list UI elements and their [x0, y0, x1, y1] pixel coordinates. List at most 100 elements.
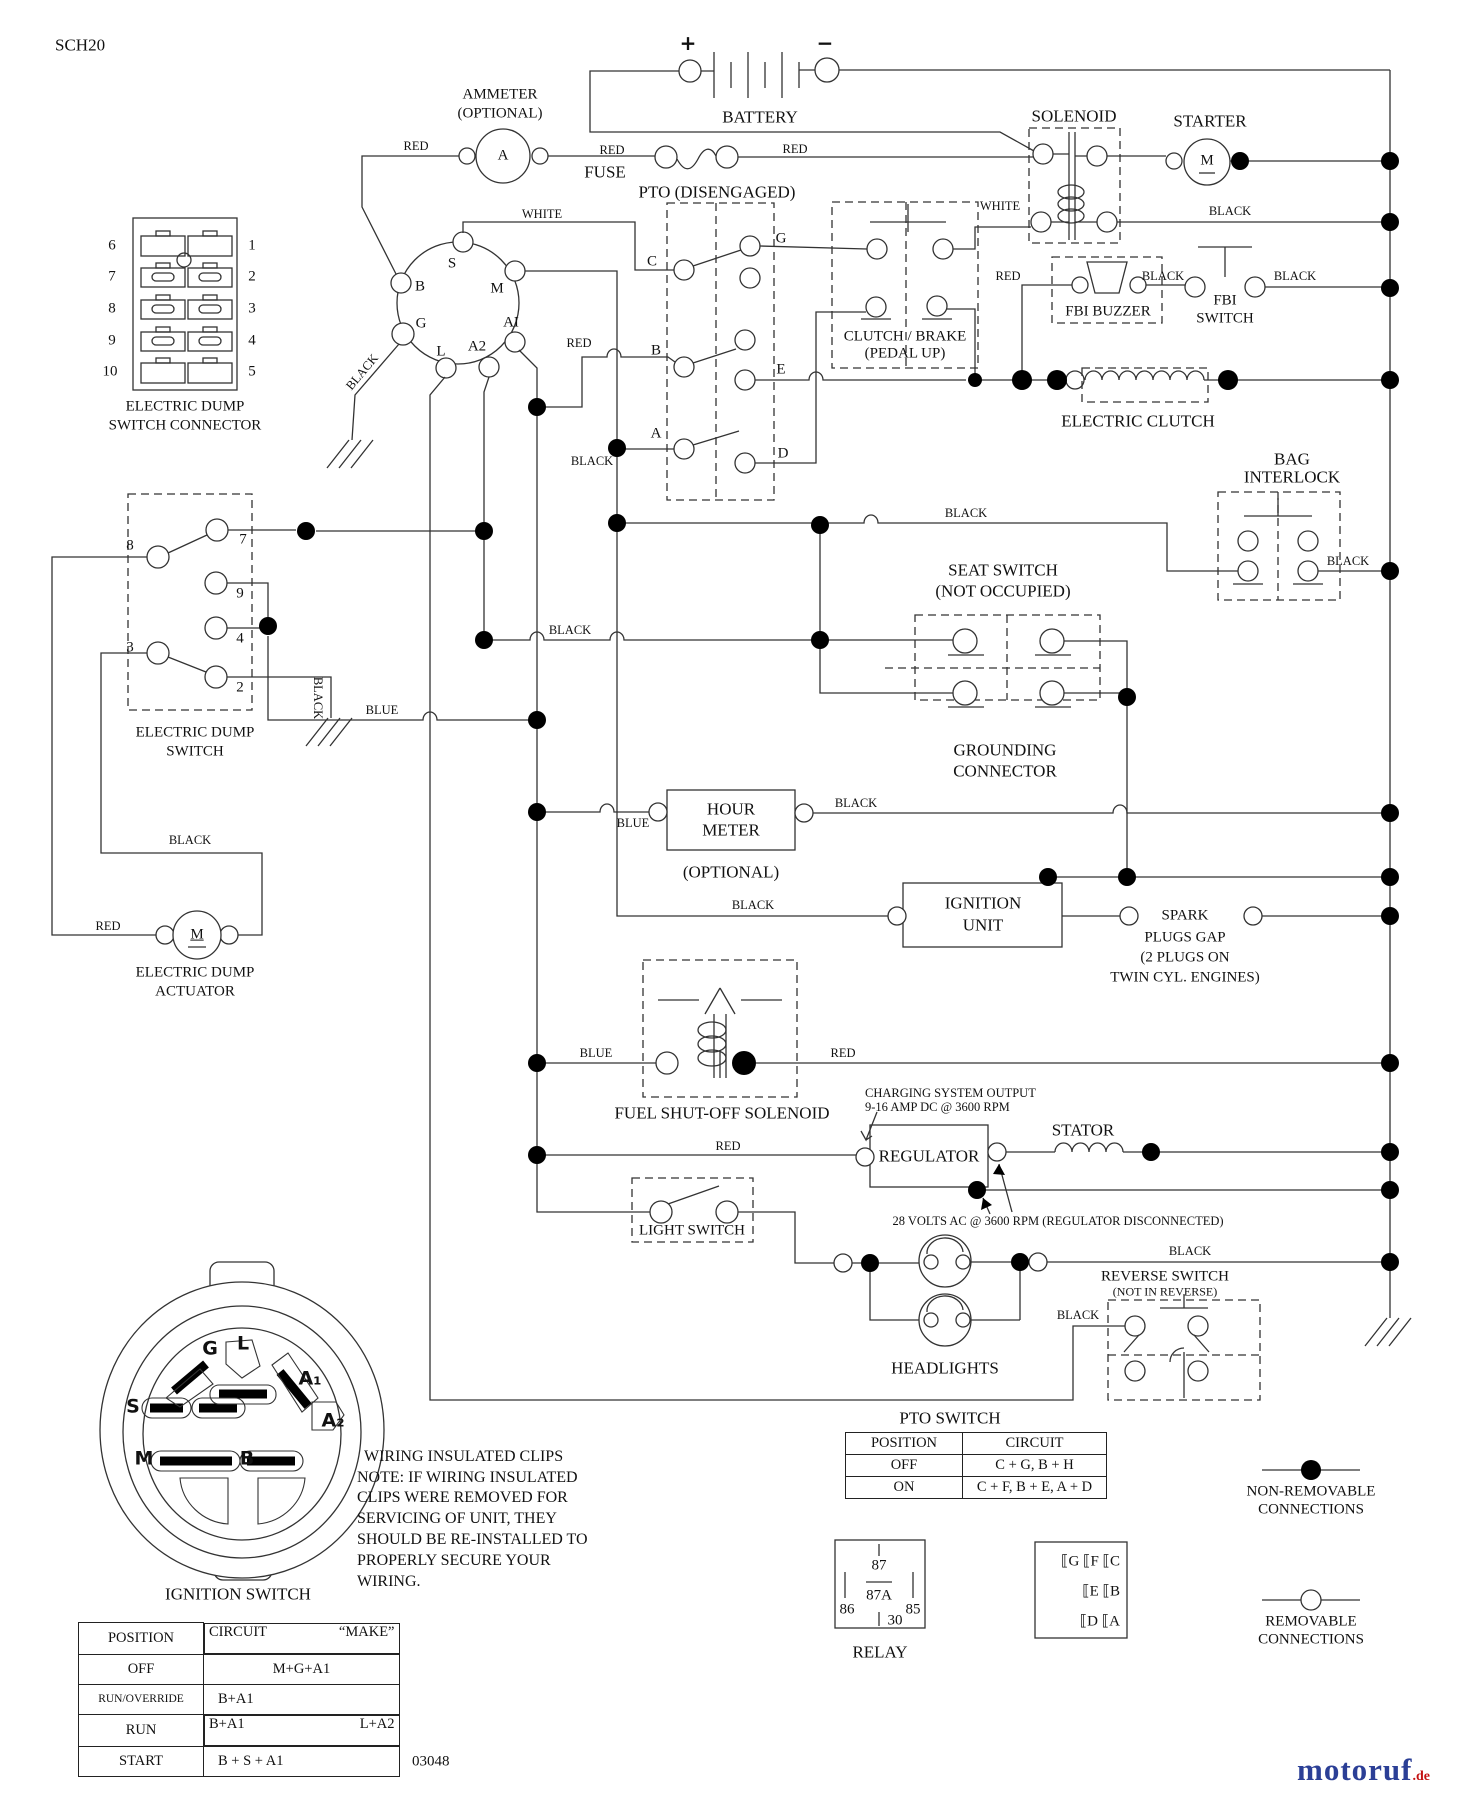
- dump-pin-4: 4: [236, 630, 244, 647]
- clutch-brake-label-1: CLUTCH / BRAKE: [843, 328, 967, 345]
- hour-meter-label-2: METER: [702, 820, 760, 840]
- lower-right-drop: [947, 308, 976, 380]
- pto-switch-symbol: [666, 202, 966, 501]
- key-terminal-l: L: [236, 1332, 250, 1355]
- pto-table-header-position: POSITION: [845, 1432, 963, 1455]
- watermark-suffix: .de: [1412, 1769, 1430, 1784]
- ground-symbol: [305, 717, 353, 747]
- ground-bus: [1364, 70, 1412, 1347]
- electric-clutch-symbol: [975, 367, 1390, 403]
- starter-symbol: M: [1200, 152, 1214, 169]
- ign-row-position: OFF: [78, 1653, 204, 1685]
- note-line-1: WIRING INSULATED CLIPS: [364, 1448, 564, 1465]
- ignition-unit-symbol: [887, 876, 1390, 948]
- fbi-buzzer-label: FBI BUZZER: [1065, 303, 1151, 320]
- battery-symbol: [589, 52, 1390, 152]
- dump-pin-7: 7: [239, 531, 247, 548]
- relay-label: RELAY: [852, 1642, 908, 1662]
- a2-feed: [483, 376, 490, 640]
- pto-table-header-circuit: CIRCUIT: [962, 1432, 1107, 1455]
- stator-label: STATOR: [1051, 1120, 1115, 1140]
- note-line-3: CLIPS WERE REMOVED FOR: [357, 1489, 568, 1506]
- fuel-solenoid-label: FUEL SHUT-OFF SOLENOID: [614, 1103, 830, 1123]
- wire-label-blue: BLUE: [365, 703, 399, 717]
- ign-row-position: RUN/OVERRIDE: [78, 1683, 204, 1715]
- m-wire: [525, 270, 888, 917]
- block-connector-row-1: ⟦G ⟦F ⟦C: [1061, 1553, 1120, 1570]
- hour-meter-label-1: HOUR: [706, 799, 756, 819]
- d-wire: [755, 311, 866, 464]
- ground-symbol: [326, 439, 374, 469]
- white-to-solenoid: [953, 226, 1031, 250]
- key-switch-face: [99, 1261, 385, 1581]
- seat-to-kill-wire: [1064, 640, 1128, 877]
- table-row: ON C + F, B + E, A + D: [845, 1476, 1107, 1499]
- red-drop: [1021, 284, 1072, 380]
- pto-row-position: ON: [845, 1476, 963, 1499]
- black-wire: [813, 804, 1390, 814]
- dump-pin-3: 3: [126, 639, 134, 656]
- pto-terminal-e: E: [776, 361, 786, 378]
- relay-pin-87: 87: [871, 1557, 887, 1574]
- seat-switch-label-2: (NOT OCCUPIED): [935, 581, 1071, 601]
- battery-minus: −: [816, 30, 834, 55]
- junction-dots: [259, 152, 1399, 1480]
- connector-pin-9: 9: [108, 332, 116, 349]
- ign-table-header-position: POSITION: [78, 1622, 204, 1655]
- connector-pin-1: 1: [248, 237, 256, 254]
- pto-row-circuit: C + F, B + E, A + D: [962, 1476, 1107, 1499]
- pto-terminal-d: D: [777, 445, 789, 462]
- grounding-label-2: CONNECTOR: [953, 761, 1057, 781]
- note-line-2: NOTE: IF WIRING INSULATED: [357, 1469, 578, 1486]
- ign-row-circuit: M+G+A1: [203, 1653, 400, 1685]
- legend-symbols: [1262, 1469, 1360, 1611]
- dump-switch-symbol: [51, 493, 537, 936]
- solenoid-symbol: [1028, 127, 1390, 244]
- wire-label-black: BLACK: [1141, 269, 1185, 283]
- pin8-to-actuator: [51, 556, 156, 936]
- actuator-label-1: ELECTRIC DUMP: [135, 964, 255, 981]
- rotary-terminal-s: S: [447, 255, 457, 272]
- note-line-5: SHOULD BE RE-INSTALLED TO: [357, 1531, 588, 1548]
- charging-arrow: [860, 1111, 878, 1142]
- bag-interlock-label-2: INTERLOCK: [1243, 467, 1341, 487]
- key-terminal-m: M: [134, 1447, 154, 1470]
- regulator-symbol: [537, 1111, 1390, 1215]
- spark-label-4: TWIN CYL. ENGINES): [1110, 969, 1260, 986]
- ign-row-circuit-a: B+A1: [209, 1715, 245, 1732]
- wire-label-black: BLACK: [548, 623, 592, 637]
- rotary-terminal-m: M: [490, 280, 504, 297]
- regulator-label: REGULATOR: [878, 1146, 980, 1166]
- wire-label-black: BLACK: [834, 796, 878, 810]
- actuator-symbol: M: [190, 926, 204, 943]
- relay-pin-86: 86: [839, 1601, 855, 1618]
- key-terminal-g: G: [202, 1337, 218, 1360]
- block-connector-row-2: ⟦E ⟦B: [1082, 1583, 1120, 1600]
- seat-feed-wire: [484, 631, 953, 641]
- headlights-symbol: [833, 1234, 1390, 1347]
- blue-wire: [537, 803, 649, 813]
- relay-symbol: [834, 1539, 926, 1629]
- reverse-switch-label-1: REVERSE SWITCH: [1101, 1268, 1229, 1285]
- fbi-switch-label-1: FBI: [1213, 292, 1237, 309]
- connector-pin-8: 8: [108, 300, 116, 317]
- key-terminal-b: B: [239, 1447, 255, 1470]
- wire-label-black: BLACK: [1208, 204, 1252, 218]
- battery-label: BATTERY: [722, 107, 798, 127]
- rotary-terminal-g: G: [415, 315, 427, 332]
- key-terminal-a1: A₁: [298, 1367, 322, 1390]
- connector-pin-6: 6: [108, 237, 116, 254]
- note-line-4: SERVICING OF UNIT, THEY: [357, 1510, 557, 1527]
- starter-symbol: [1165, 138, 1390, 186]
- key-terminal-a2: A₂: [321, 1409, 345, 1432]
- ground-symbol: [1364, 1317, 1412, 1347]
- pin9-4-jumper: [227, 582, 269, 629]
- pto-terminal-a: A: [650, 425, 662, 442]
- ign-header-make: “MAKE”: [338, 1623, 395, 1640]
- table-row: OFF M+G+A1: [78, 1653, 400, 1685]
- clutch-brake-symbol: [831, 201, 1031, 380]
- wire-label-black: BLACK: [570, 454, 614, 468]
- wire-label-blue: BLUE: [616, 816, 650, 830]
- sheet-code: SCH20: [55, 35, 106, 55]
